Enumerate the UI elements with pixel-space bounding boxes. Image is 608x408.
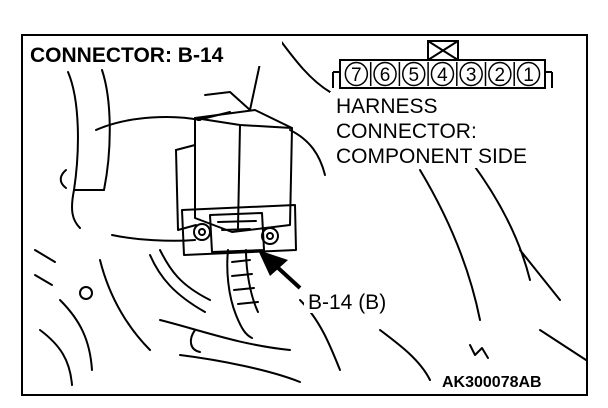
connector-pin-4: 4 (427, 61, 455, 87)
pin-outline (373, 61, 397, 87)
pin-number: 2 (495, 65, 506, 86)
connector-pin-7: 7 (344, 61, 369, 87)
pin-number: 6 (380, 65, 391, 86)
connector-pin-1: 1 (513, 61, 541, 87)
pin-number: 3 (466, 65, 477, 86)
pin-outline (344, 61, 369, 87)
legend-text: HARNESS CONNECTOR: COMPONENT SIDE (336, 95, 527, 168)
legend-backing (330, 92, 560, 168)
pin-outline (459, 61, 483, 87)
pin-outline (402, 61, 426, 87)
callout-label: B-14 (B) (308, 291, 386, 314)
title-backing (26, 38, 282, 66)
pin-number: 5 (408, 65, 419, 86)
legend-line-2: CONNECTOR: (336, 120, 477, 143)
figure-code: AK300078AB (442, 374, 542, 391)
pin-outline (488, 61, 512, 87)
figure-title: CONNECTOR: B-14 (30, 44, 224, 67)
legend-line-1: HARNESS (336, 95, 438, 118)
callout-backing (304, 287, 404, 313)
pin-outline (516, 61, 541, 87)
callout-arrow (258, 250, 302, 290)
legend-line-3: COMPONENT SIDE (336, 145, 527, 168)
connector-pin-3: 3 (456, 61, 483, 87)
pin-number: 7 (351, 65, 362, 86)
connector-pin-2: 2 (484, 61, 512, 87)
figure-code-backing (438, 368, 584, 392)
connector-pin-6: 6 (369, 61, 397, 87)
pin-outline (430, 61, 455, 87)
connector-pin-5: 5 (398, 61, 426, 87)
pin-number: 1 (523, 65, 534, 86)
pin-number: 4 (437, 65, 448, 86)
